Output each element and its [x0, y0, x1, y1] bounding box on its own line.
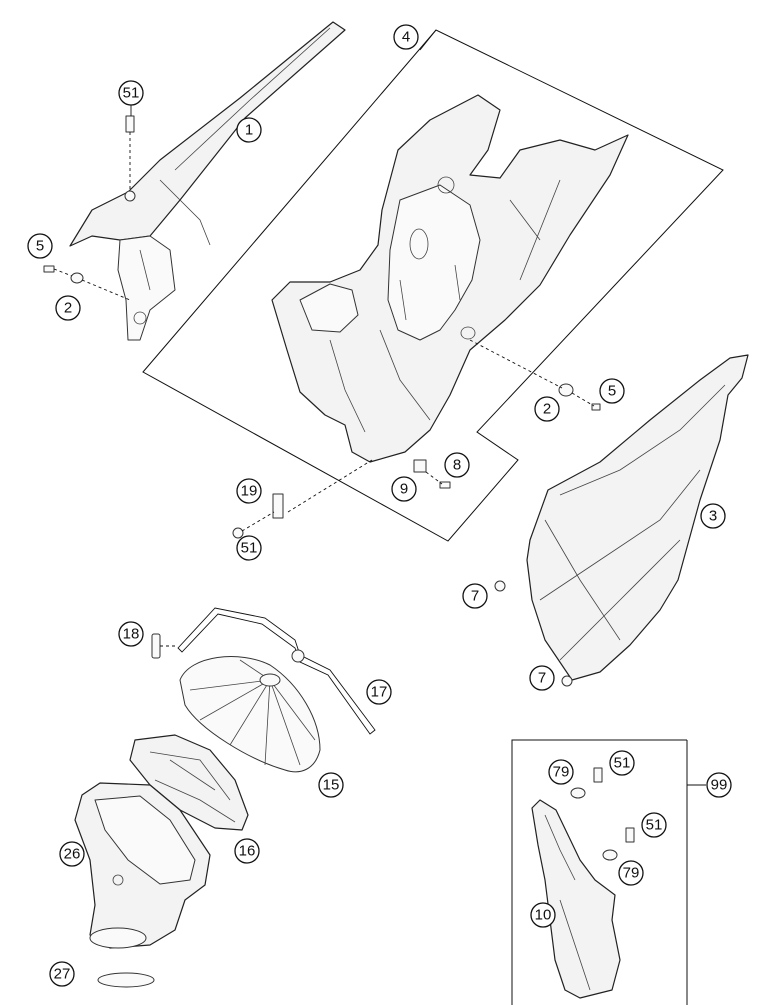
- part-16-filter-holder: [129, 734, 249, 831]
- callout-79a-label: 79: [553, 764, 570, 781]
- part-27-hose-clamp: [97, 972, 155, 988]
- callout-17-label: 17: [371, 684, 388, 701]
- callout-4: 4: [393, 24, 419, 50]
- callout-2b-label: 2: [543, 401, 551, 418]
- callout-5b: 5: [599, 378, 625, 404]
- callout-2b: 2: [534, 396, 560, 422]
- callout-7a: 7: [462, 583, 488, 609]
- callout-51c-label: 51: [614, 755, 631, 772]
- callout-51c: 51: [609, 750, 635, 776]
- part-3-side-cover: [526, 354, 749, 681]
- callout-9-label: 9: [400, 481, 408, 498]
- callout-79a: 79: [548, 759, 574, 785]
- callout-51d: 51: [641, 812, 667, 838]
- kit-99-box: [511, 739, 688, 1005]
- washer-79-upper: [570, 787, 586, 799]
- callout-4-label: 4: [402, 29, 410, 46]
- screw-51-lower: [232, 527, 244, 539]
- screw-7-upper: [494, 580, 506, 592]
- callout-5a: 5: [27, 233, 53, 259]
- callout-19: 19: [236, 478, 262, 504]
- part-15-air-filter: [179, 656, 321, 773]
- callout-3: 3: [700, 503, 726, 529]
- callout-19-label: 19: [241, 483, 258, 500]
- callout-1: 1: [236, 117, 262, 143]
- callout-7a-label: 7: [471, 588, 479, 605]
- callout-2a-label: 2: [64, 300, 72, 317]
- callout-3-label: 3: [709, 508, 717, 525]
- callout-27: 27: [49, 961, 75, 987]
- screw-7-lower: [561, 675, 573, 687]
- callout-26: 26: [59, 841, 85, 867]
- part-17-filter-cage: [177, 607, 376, 735]
- screw-51-top: [125, 115, 135, 133]
- washer-2-left: [70, 272, 84, 284]
- callout-8: 8: [444, 452, 470, 478]
- callout-51d-label: 51: [646, 817, 663, 834]
- screw-51-top-seat: [124, 190, 136, 202]
- washer-79-lower: [602, 849, 618, 861]
- part-18-pin: [151, 633, 161, 659]
- callout-51b: 51: [236, 535, 262, 561]
- screw-51-kit-upper: [593, 767, 603, 783]
- callout-1-label: 1: [245, 122, 253, 139]
- callout-16-label: 16: [239, 843, 256, 860]
- callout-26-label: 26: [64, 846, 81, 863]
- callout-7b-label: 7: [538, 670, 546, 687]
- callout-79b: 79: [618, 860, 644, 886]
- callout-9: 9: [391, 476, 417, 502]
- callout-15: 15: [318, 772, 344, 798]
- callout-99-label: 99: [711, 777, 728, 794]
- callout-8-label: 8: [453, 457, 461, 474]
- screw-5-left: [43, 265, 55, 273]
- part-19-bracket: [272, 493, 284, 519]
- callout-5a-label: 5: [36, 238, 44, 255]
- callout-5b-label: 5: [608, 383, 616, 400]
- callout-18: 18: [118, 621, 144, 647]
- screw-51-kit-lower: [625, 827, 635, 843]
- callout-7b: 7: [529, 665, 555, 691]
- callout-79b-label: 79: [623, 865, 640, 882]
- part-8-clip: [413, 459, 427, 473]
- callout-99: 99: [706, 772, 732, 798]
- part-4-airbox: [271, 94, 629, 463]
- callout-10: 10: [530, 902, 556, 928]
- part-9-screw: [439, 481, 451, 489]
- part-10-number-plate: [531, 799, 621, 999]
- screw-5-right: [591, 403, 601, 411]
- washer-2-right: [558, 383, 574, 397]
- callout-17: 17: [366, 679, 392, 705]
- callout-2a: 2: [55, 295, 81, 321]
- callout-10-label: 10: [535, 907, 552, 924]
- callout-18-label: 18: [123, 626, 140, 643]
- callout-16: 16: [234, 838, 260, 864]
- callout-51a-label: 51: [123, 85, 140, 102]
- part-26-intake-boot: [74, 782, 211, 949]
- callout-51a: 51: [118, 80, 144, 106]
- callout-51b-label: 51: [241, 540, 258, 557]
- callout-15-label: 15: [323, 777, 340, 794]
- leader-lines: [53, 29, 706, 786]
- callout-27-label: 27: [54, 966, 71, 983]
